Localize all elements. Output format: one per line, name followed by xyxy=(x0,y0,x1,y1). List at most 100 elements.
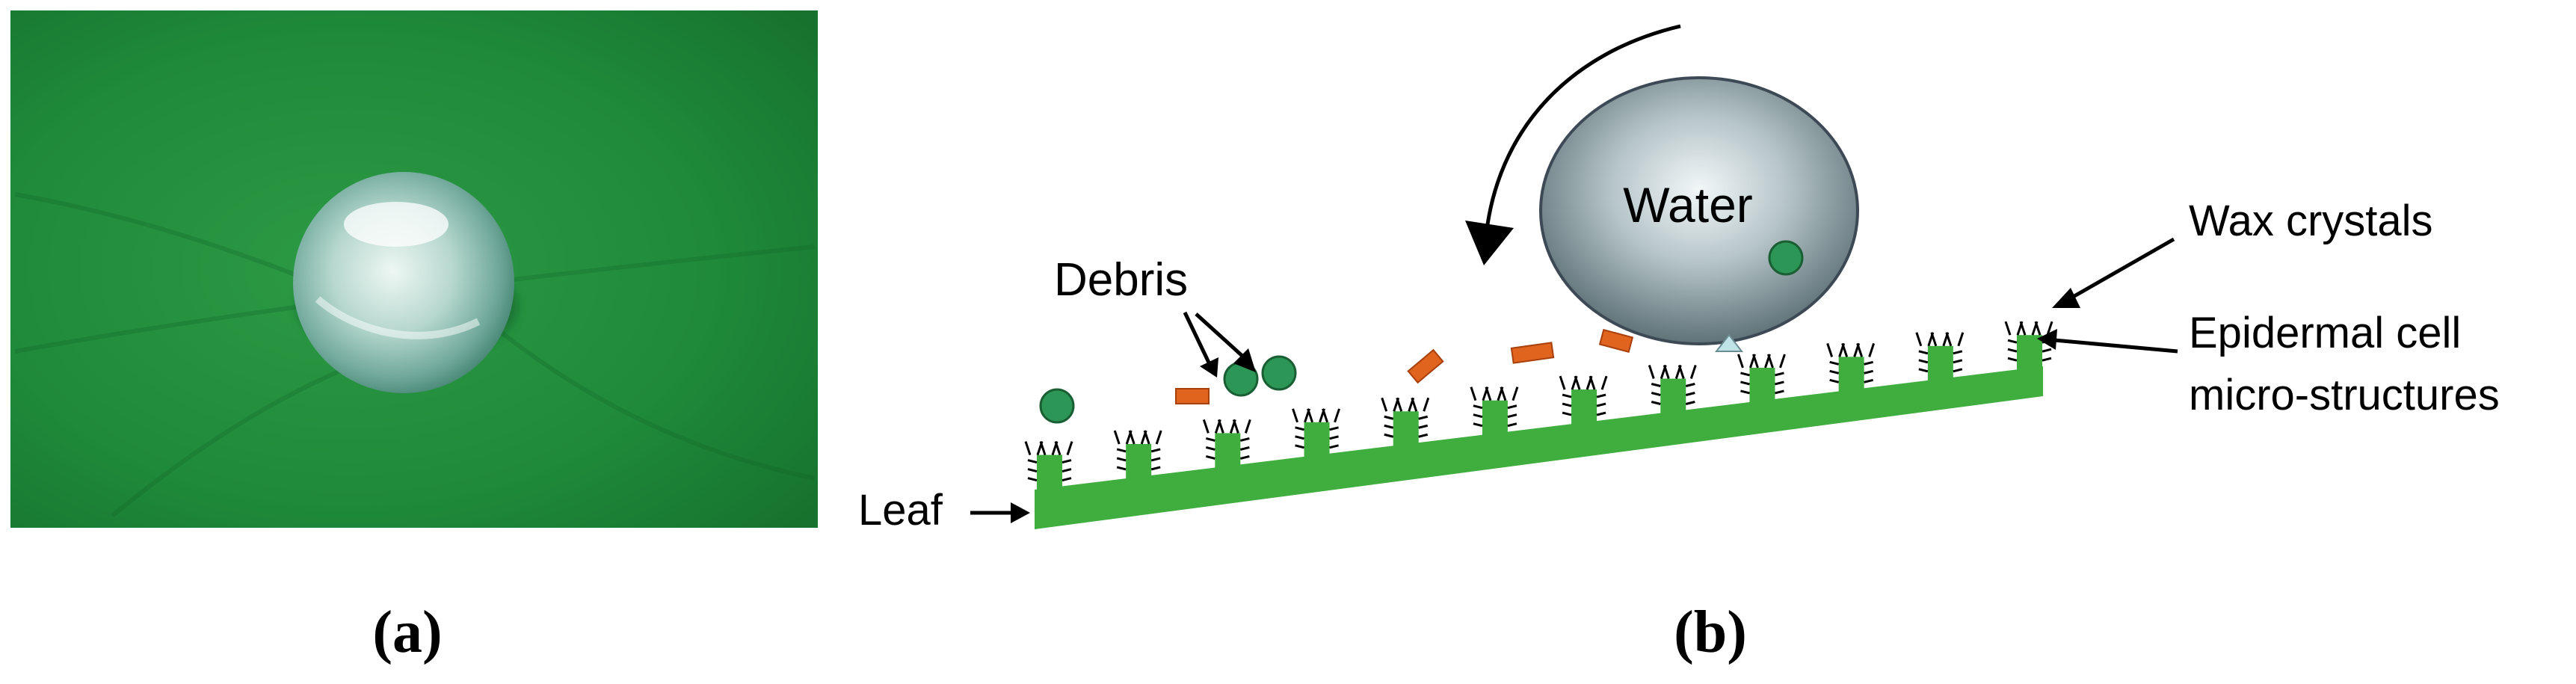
wax-crystal-bristle xyxy=(1384,433,1394,438)
wax-crystal-bristle xyxy=(1677,365,1685,379)
leaf-base xyxy=(1035,366,2043,529)
wax-crystal-bristle xyxy=(1039,441,1047,456)
debris-arrow xyxy=(1183,311,1212,366)
wax-crystal-bristle xyxy=(2034,321,2042,336)
wax-crystal-bristle xyxy=(1930,332,1938,347)
wax-crystal-bristle xyxy=(2007,339,2018,344)
wax-crystal-bristle xyxy=(1473,404,1483,410)
wax-crystal-bristle xyxy=(1307,408,1313,423)
wax-crystal-bristle xyxy=(1239,446,1250,451)
wax-crystal-bristle xyxy=(1322,408,1328,423)
wax-crystal-bristle xyxy=(1864,360,1874,366)
micro-structure-pillar xyxy=(1838,357,1864,393)
wax-crystal-bristle xyxy=(1334,408,1340,423)
wax-crystal-bristle xyxy=(1829,378,1840,383)
wax-crystal-bristle xyxy=(1915,332,1923,347)
wax-crystal-bristle xyxy=(1918,350,1929,355)
rolling-arrow-head xyxy=(1465,221,1514,265)
wax-crystal-cluster xyxy=(1737,354,1786,395)
wax-crystal-bristle xyxy=(1562,402,1572,407)
panel-a-caption: (a) xyxy=(372,600,442,665)
wax-crystal-bristle xyxy=(2004,321,2012,336)
wax-crystal-bristle xyxy=(1740,389,1750,395)
wax-crystal-bristle xyxy=(1239,437,1250,442)
wax-crystal-bristle xyxy=(1205,437,1215,442)
wax-crystal-bristle xyxy=(1685,401,1695,405)
leaf-arrow-head xyxy=(1011,502,1030,523)
epidermal-label-line2: micro-structures xyxy=(2189,371,2500,419)
leaf-label: Leaf xyxy=(858,486,943,534)
wax-crystal-bristle xyxy=(1295,435,1304,440)
wax-crystal-bristle xyxy=(1957,332,1965,347)
wax-crystal-bristle xyxy=(1396,397,1403,412)
wax-crystals-arrow-head xyxy=(2052,288,2080,308)
wax-crystal-bristle xyxy=(1423,397,1430,412)
wax-crystal-bristle xyxy=(1061,459,1072,464)
panel-b-caption: (b) xyxy=(1674,600,1747,665)
wax-crystal-bristle xyxy=(2042,357,2052,362)
wax-crystal-bristle xyxy=(1150,448,1161,453)
micro-structure-pillar xyxy=(1037,455,1062,491)
micro-structure-pillar xyxy=(1482,400,1508,437)
micro-structure-pillar xyxy=(1749,367,1775,404)
epidermal-arrow-head xyxy=(2037,329,2057,350)
wax-crystal-bristle xyxy=(1027,468,1038,473)
wax-crystal-cluster xyxy=(1559,375,1608,416)
wax-crystal-bristle xyxy=(1945,332,1953,347)
wax-crystal-bristle xyxy=(1329,426,1339,431)
debris-arrow xyxy=(1195,312,1245,359)
wax-crystal-bristle xyxy=(1217,419,1224,434)
wax-crystal-bristle xyxy=(1500,386,1507,401)
wax-crystal-bristle xyxy=(1596,402,1606,407)
wax-crystal-bristle xyxy=(1775,372,1784,377)
wax-crystal-cluster xyxy=(1915,332,1965,373)
wax-crystal-bristle xyxy=(1953,350,1963,355)
wax-crystal-bristle xyxy=(1485,386,1492,401)
wax-crystal-cluster xyxy=(1381,397,1430,438)
wax-crystal-bristle xyxy=(1024,441,1032,456)
wax-crystal-bristle xyxy=(1507,422,1517,428)
wax-crystal-bristle xyxy=(1239,455,1250,460)
wax-crystal-bristle xyxy=(1507,413,1517,419)
wax-crystal-bristle xyxy=(1205,455,1215,460)
wax-crystal-bristle xyxy=(1150,457,1161,462)
wax-crystal-bristle xyxy=(1116,457,1127,462)
water-droplet xyxy=(1539,76,1859,345)
wax-crystals-arrow xyxy=(2068,237,2175,301)
wax-crystal-bristle xyxy=(1651,383,1661,387)
debris-particle xyxy=(1598,328,1634,354)
wax-crystal-bristle xyxy=(1128,430,1136,445)
debris-arrow-head xyxy=(1200,357,1218,378)
panel-a-photo xyxy=(10,10,818,528)
wax-crystal-bristle xyxy=(1244,419,1251,434)
wax-crystal-bristle xyxy=(1113,430,1121,445)
wax-crystal-bristle xyxy=(1689,365,1697,379)
wax-crystal-bristle xyxy=(1651,392,1661,396)
wax-crystal-bristle xyxy=(2007,348,2018,353)
wax-crystal-cluster xyxy=(1826,342,1876,383)
wax-crystal-bristle xyxy=(1418,415,1429,420)
wax-crystal-bristle xyxy=(1027,477,1038,482)
wax-crystal-bristle xyxy=(1752,354,1759,369)
wax-crystal-cluster xyxy=(1113,430,1162,471)
wax-crystal-cluster xyxy=(1202,419,1251,460)
wax-crystal-bristle xyxy=(1737,354,1744,369)
wax-crystal-bristle xyxy=(1295,444,1304,449)
wax-crystal-bristle xyxy=(1775,380,1784,386)
wax-crystal-cluster xyxy=(1292,408,1340,449)
micro-structure-pillar xyxy=(1126,443,1152,480)
wax-crystal-bristle xyxy=(1232,419,1239,434)
wax-crystal-bristle xyxy=(1295,426,1304,431)
micro-structure-pillar xyxy=(2017,335,2042,372)
wax-crystal-bristle xyxy=(1856,342,1864,357)
epidermal-micro-structures xyxy=(1037,335,2042,491)
wax-crystal-bristle xyxy=(1740,372,1750,377)
wax-crystal-cluster xyxy=(1648,365,1697,405)
water-drop-photo xyxy=(293,172,518,393)
micro-structure-pillar xyxy=(1571,389,1597,426)
wax-crystal-bristle xyxy=(1562,393,1572,398)
wax-crystal-bristle xyxy=(1953,368,1963,373)
debris-arrow-head xyxy=(1233,348,1256,372)
micro-structure-pillar xyxy=(1393,411,1419,448)
